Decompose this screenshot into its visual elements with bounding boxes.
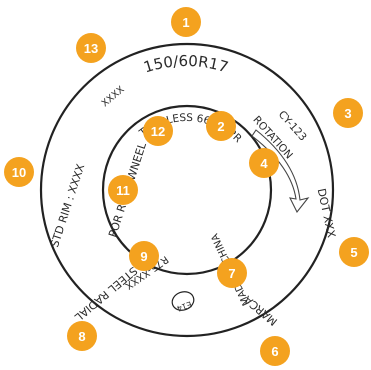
badge-10: 10 bbox=[4, 157, 34, 187]
svg-text:2: 2 bbox=[217, 119, 224, 134]
badge-9: 9 bbox=[129, 241, 159, 271]
tire-size: 150/60R17 bbox=[142, 52, 231, 77]
dot-code: DOT XXX bbox=[315, 187, 338, 239]
badge-8: 8 bbox=[67, 321, 97, 351]
outer-ring bbox=[39, 42, 335, 338]
inner-ring bbox=[101, 104, 273, 276]
badge-6: 6 bbox=[260, 336, 290, 366]
std-rim: STD RIM : XXXX bbox=[48, 162, 87, 249]
svg-text:10: 10 bbox=[12, 165, 26, 180]
e-mark-circle bbox=[171, 291, 195, 311]
e-mark: E14 bbox=[176, 299, 193, 313]
svg-text:6: 6 bbox=[271, 344, 278, 359]
svg-text:4: 4 bbox=[260, 156, 268, 171]
svg-text:7: 7 bbox=[228, 266, 235, 281]
svg-text:13: 13 bbox=[84, 41, 98, 56]
steel-radial: STEEL RADIAL bbox=[72, 264, 140, 324]
svg-text:9: 9 bbox=[140, 249, 147, 264]
badge-12: 12 bbox=[143, 116, 173, 146]
svg-text:8: 8 bbox=[78, 329, 85, 344]
badge-2: 2 bbox=[206, 111, 236, 141]
svg-text:11: 11 bbox=[116, 183, 130, 198]
badge-3: 3 bbox=[333, 98, 363, 128]
svg-text:12: 12 bbox=[151, 124, 165, 139]
svg-text:3: 3 bbox=[344, 106, 351, 121]
badge-1: 1 bbox=[171, 7, 201, 37]
badge-11: 11 bbox=[108, 175, 138, 205]
placeholder-top-left: XXXX bbox=[100, 84, 127, 109]
svg-text:1: 1 bbox=[182, 15, 189, 30]
badge-5: 5 bbox=[339, 237, 369, 267]
svg-text:5: 5 bbox=[350, 245, 357, 260]
badge-13: 13 bbox=[76, 33, 106, 63]
badge-7: 7 bbox=[217, 258, 247, 288]
badge-4: 4 bbox=[249, 148, 279, 178]
